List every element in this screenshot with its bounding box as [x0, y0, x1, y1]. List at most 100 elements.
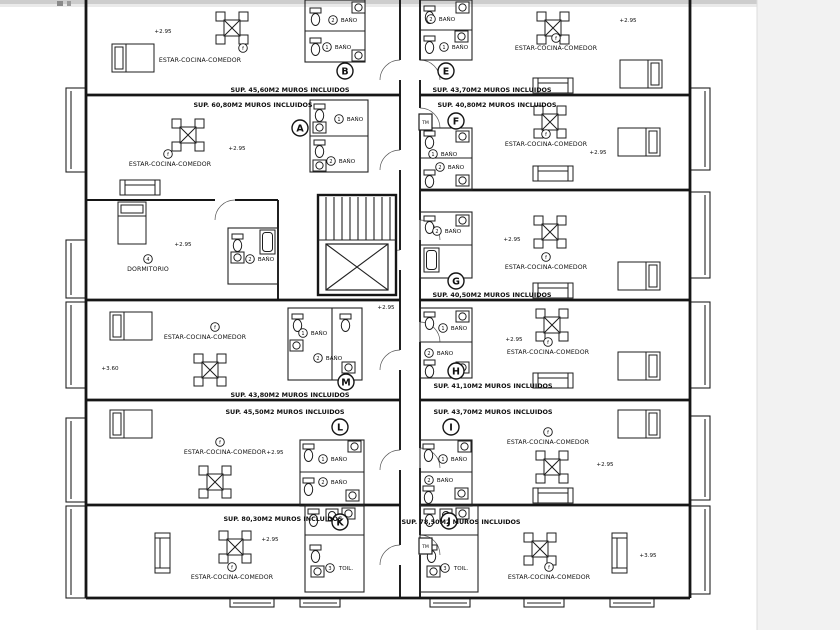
bed-icon [617, 127, 661, 157]
corridor-walls [399, 0, 421, 598]
sofa-icon [154, 532, 171, 574]
dormitorio-number-mark: 4 [146, 257, 149, 263]
unit-badge-L: L [337, 423, 343, 434]
sup-label-H: SUP. 41,10M2 MUROS INCLUIDOS [433, 382, 552, 390]
bath-number-mark: 2 [438, 165, 441, 171]
exterior-and-unit-walls [84, 0, 692, 600]
bath-number-mark: 2 [427, 478, 430, 484]
room-label-estar: ESTAR-COCINA-COMEDOR [505, 264, 588, 271]
sup-label-M: SUP. 43,80M2 MUROS INCLUIDOS [230, 391, 349, 399]
level-mark: +2.95 [261, 537, 279, 543]
dining-table-icon [193, 353, 227, 387]
sofa-icon [611, 532, 628, 574]
bath-number-mark: 2 [427, 351, 430, 357]
f-mark: f [548, 565, 550, 571]
dining-table-icon [523, 532, 557, 566]
bath-label: BAÑO [437, 350, 454, 357]
bath-number-mark: 1 [301, 331, 304, 337]
room-f-marks: f f f f f f f f f f f 4 [143, 33, 561, 572]
room-label-estar: ESTAR-COCINA-COMEDOR [507, 439, 590, 446]
level-mark: +3.60 [101, 366, 119, 372]
bed-icon [111, 43, 155, 73]
f-mark: f [214, 325, 216, 331]
room-label-estar: ESTAR-COCINA-COMEDOR [191, 574, 274, 581]
bath-number-mark: 1 [431, 152, 434, 158]
bath-label: BAÑO [339, 158, 356, 165]
bath-number-mark: 1 [441, 326, 444, 332]
bed-icon [619, 59, 663, 89]
level-mark: +2.95 [505, 337, 523, 343]
bath-number-mark: 1 [325, 45, 328, 51]
sup-label-J: SUP. 78,50M2 MUROS INCLUIDOS [401, 518, 520, 526]
f-mark: f [555, 36, 557, 42]
bath-number-mark: 2 [429, 17, 432, 23]
level-mark: +2.95 [266, 450, 284, 456]
stair-elevator-core [316, 193, 398, 297]
sofa-icon [119, 179, 161, 196]
bath-label: BAÑO [452, 44, 469, 51]
room-label-estar: ESTAR-COCINA-COMEDOR [505, 141, 588, 148]
bath-label: BAÑO [335, 44, 352, 51]
meter-box-label: TM [421, 120, 429, 126]
bath-label: BAÑO [439, 16, 456, 23]
bath-number-mark: 1 [441, 457, 444, 463]
unit-area-labels: SUP. 45,60M2 MUROS INCLUIDOS SUP. 43,70M… [193, 86, 556, 526]
level-mark: +2.95 [503, 237, 521, 243]
sup-label-F: SUP. 40,80M2 MUROS INCLUIDOS [437, 101, 556, 109]
bath-number-mark: 3 [443, 566, 446, 572]
bath-number-mark: 1 [442, 45, 445, 51]
bed-icon [117, 201, 147, 245]
bed-icon [617, 351, 661, 381]
bath-number-mark: 2 [316, 356, 319, 362]
bath-label: BAÑO [331, 456, 348, 463]
dining-table-icon [198, 465, 232, 499]
room-label-estar: ESTAR-COCINA-COMEDOR [508, 574, 591, 581]
bath-label: BAÑO [451, 456, 468, 463]
bath-label: BAÑO [258, 256, 275, 263]
room-labels: ESTAR-COCINA-COMEDOR ESTAR-COCINA-COMEDO… [127, 45, 598, 581]
room-label-estar: ESTAR-COCINA-COMEDOR [515, 45, 598, 52]
f-mark: f [547, 340, 549, 346]
bath-label: BAÑO [448, 164, 465, 171]
unit-badge-J: J [446, 517, 451, 528]
dining-table-icon [533, 215, 567, 249]
meter-box-label: TM [421, 544, 429, 550]
room-label-estar: ESTAR-COCINA-COMEDOR [184, 449, 267, 456]
unit-badge-E: E [443, 67, 450, 78]
f-mark: f [167, 152, 169, 158]
level-mark: +2.95 [228, 146, 246, 152]
level-mark: +2.95 [154, 29, 172, 35]
bed-icon [617, 409, 661, 439]
unit-badge-I: I [449, 423, 453, 434]
unit-badge-K: K [336, 518, 344, 529]
bath-number-mark: 2 [435, 229, 438, 235]
level-annotations: +2.95 +2.95 +2.95 +2.95 +2.95 +2.95 +2.9… [101, 18, 657, 559]
bath-label: BAÑO [331, 479, 348, 486]
unit-badge-A: A [296, 124, 304, 135]
bath-label: BAÑO [341, 17, 358, 24]
sofa-icon [532, 487, 574, 504]
bath-label: BAÑO [451, 325, 468, 332]
room-label-estar: ESTAR-COCINA-COMEDOR [159, 57, 242, 64]
sup-label-A: SUP. 60,80M2 MUROS INCLUIDOS [193, 101, 312, 109]
level-mark: +2.95 [596, 462, 614, 468]
f-mark: f [219, 440, 221, 446]
dining-table-icon [535, 450, 569, 484]
f-mark: f [547, 430, 549, 436]
level-mark: +2.95 [619, 18, 637, 24]
bath-label: BAÑO [441, 151, 458, 158]
sup-label-K: SUP. 80,30M2 MUROS INCLUIDOS [223, 515, 342, 523]
level-mark: +2.95 [589, 150, 607, 156]
sup-label-G: SUP. 40,50M2 MUROS INCLUIDOS [432, 291, 551, 299]
bed-icon [109, 311, 153, 341]
bath-number-mark: 1 [321, 457, 324, 463]
bath-label: BAÑO [326, 355, 343, 362]
unit-badge-B: B [341, 67, 348, 78]
f-mark: f [231, 565, 233, 571]
f-mark: f [242, 46, 244, 52]
sup-label-E: SUP. 43,70M2 MUROS INCLUIDOS [432, 86, 551, 94]
bath-number-mark: 2 [331, 18, 334, 24]
unit-badge-G: G [452, 277, 460, 288]
